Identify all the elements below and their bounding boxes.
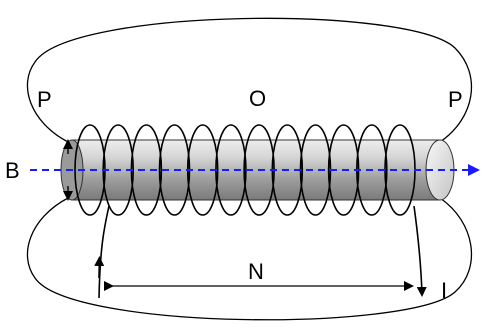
label-b-axis: B (5, 158, 20, 183)
lead-wire-left (98, 205, 110, 299)
label-o-top: O (249, 86, 266, 111)
label-p-right: P (448, 87, 463, 112)
label-i-current: I (441, 278, 447, 303)
label-p-left: P (37, 87, 52, 112)
label-n-length: N (248, 259, 264, 284)
field-line-top (26, 17, 473, 143)
lead-wire-right (413, 205, 427, 297)
field-line-bottom (26, 197, 473, 321)
